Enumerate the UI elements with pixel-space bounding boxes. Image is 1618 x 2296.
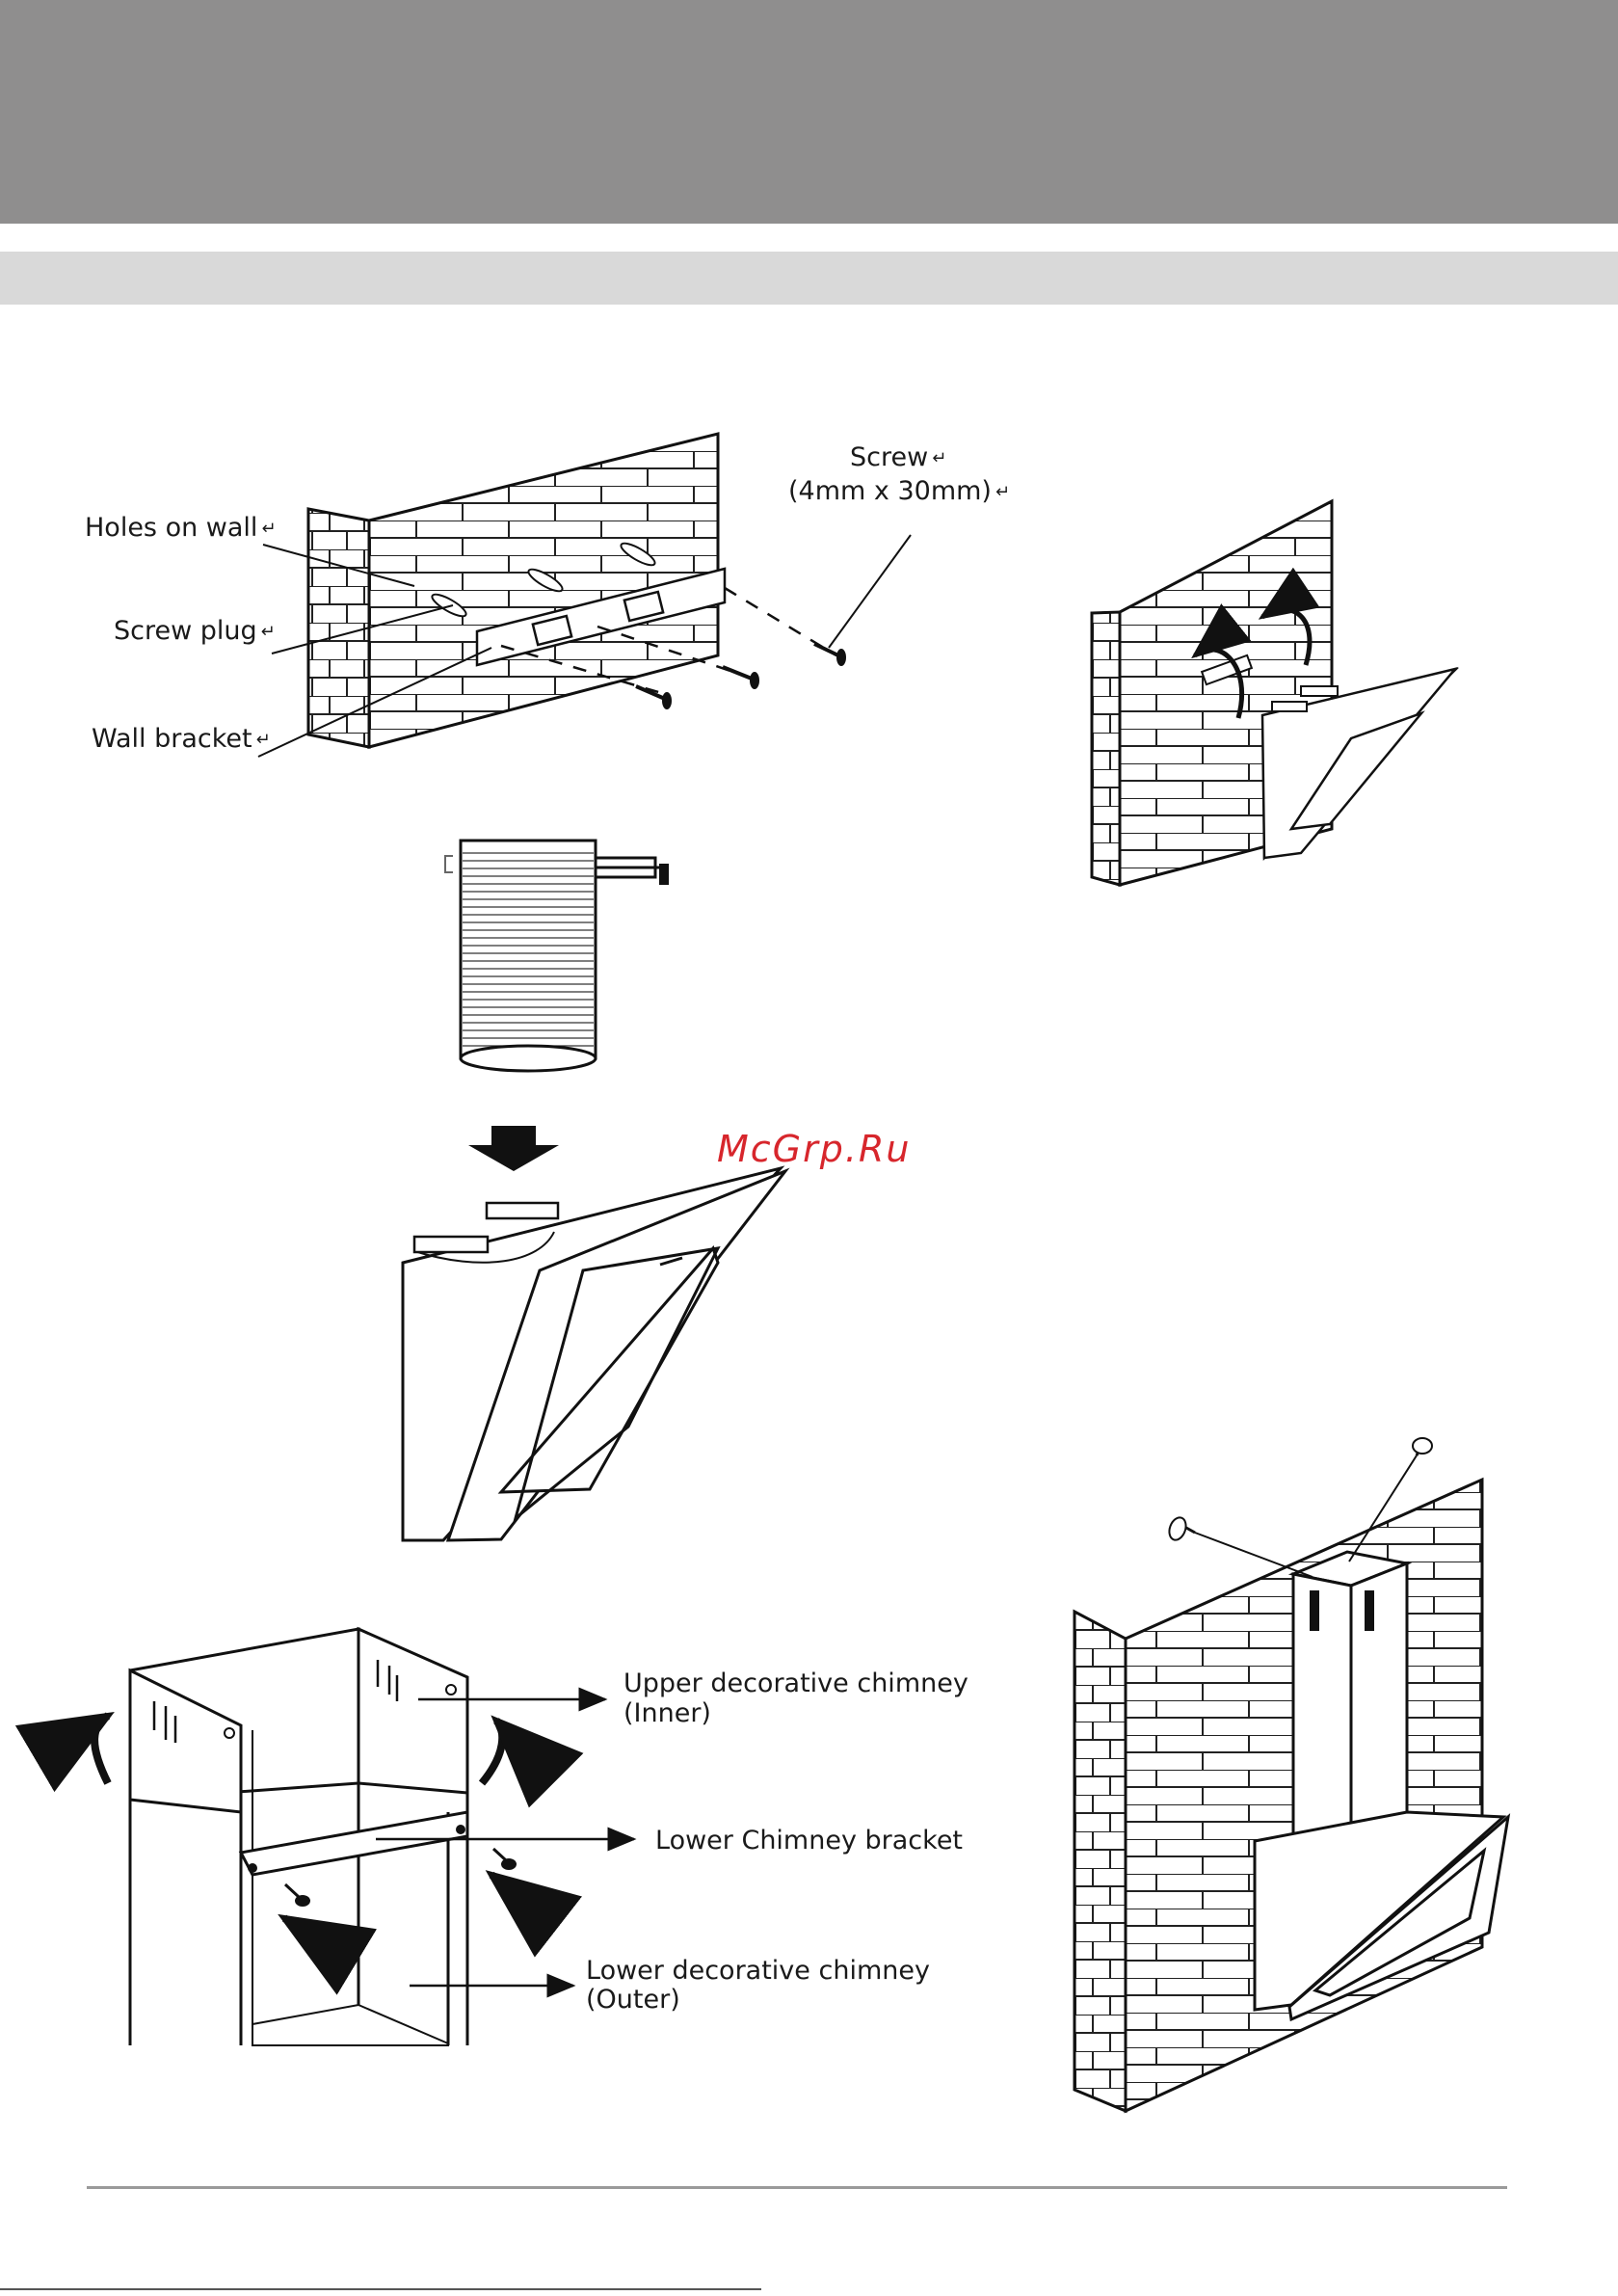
bottom-edge-line [0,2288,761,2290]
label-lower-chimney-sub: (Outer) [586,1986,680,2015]
chimney-assembly-figure [94,1629,634,2045]
label-screw: Screw↵ [850,443,946,473]
return-icon: ↵ [932,448,946,468]
label-lower-chimney-bracket: Lower Chimney bracket [655,1827,963,1855]
label-upper-chimney-sub: (Inner) [623,1699,711,1728]
duct-and-hood-figure [403,841,785,1540]
return-icon: ↵ [261,622,276,642]
label-holes-on-wall: Holes on wall↵ [85,514,277,544]
return-icon: ↵ [995,482,1010,502]
installed-hood-figure [1074,1438,1508,2111]
return-icon: ↵ [261,519,276,539]
hood-hanging-figure [1092,501,1455,885]
label-wall-bracket: Wall bracket↵ [92,725,271,755]
footer-divider [87,2186,1507,2189]
watermark: McGrp.Ru [717,1128,911,1170]
label-screw-size: (4mm x 30mm)↵ [788,477,1010,507]
label-screw-plug: Screw plug↵ [114,617,276,647]
return-icon: ↵ [256,730,271,750]
label-upper-chimney: Upper decorative chimney [623,1669,968,1698]
label-lower-chimney: Lower decorative chimney [586,1957,930,1986]
